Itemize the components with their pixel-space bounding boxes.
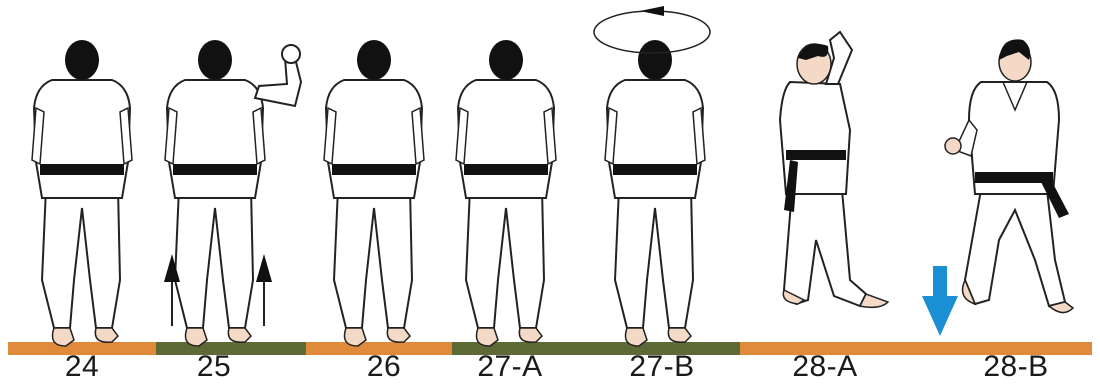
figure-label: 24	[65, 352, 99, 382]
figure-label: 25	[197, 352, 231, 382]
figure-24	[32, 40, 132, 346]
figure-28a	[780, 32, 888, 307]
figure-28b	[945, 39, 1073, 312]
up-arrow-icon	[256, 254, 272, 326]
figure-26	[324, 40, 424, 346]
floor-line	[8, 342, 1092, 355]
figure-label: 28-B	[983, 352, 1048, 382]
figure-27a	[456, 40, 556, 346]
figure-27b	[605, 40, 705, 346]
down-arrow-icon	[922, 266, 958, 336]
figure-label: 27-B	[629, 352, 694, 382]
figure-label: 28-A	[792, 352, 857, 382]
figure-label: 27-A	[477, 352, 542, 382]
figure-25	[165, 40, 301, 346]
figure-label: 26	[367, 352, 401, 382]
